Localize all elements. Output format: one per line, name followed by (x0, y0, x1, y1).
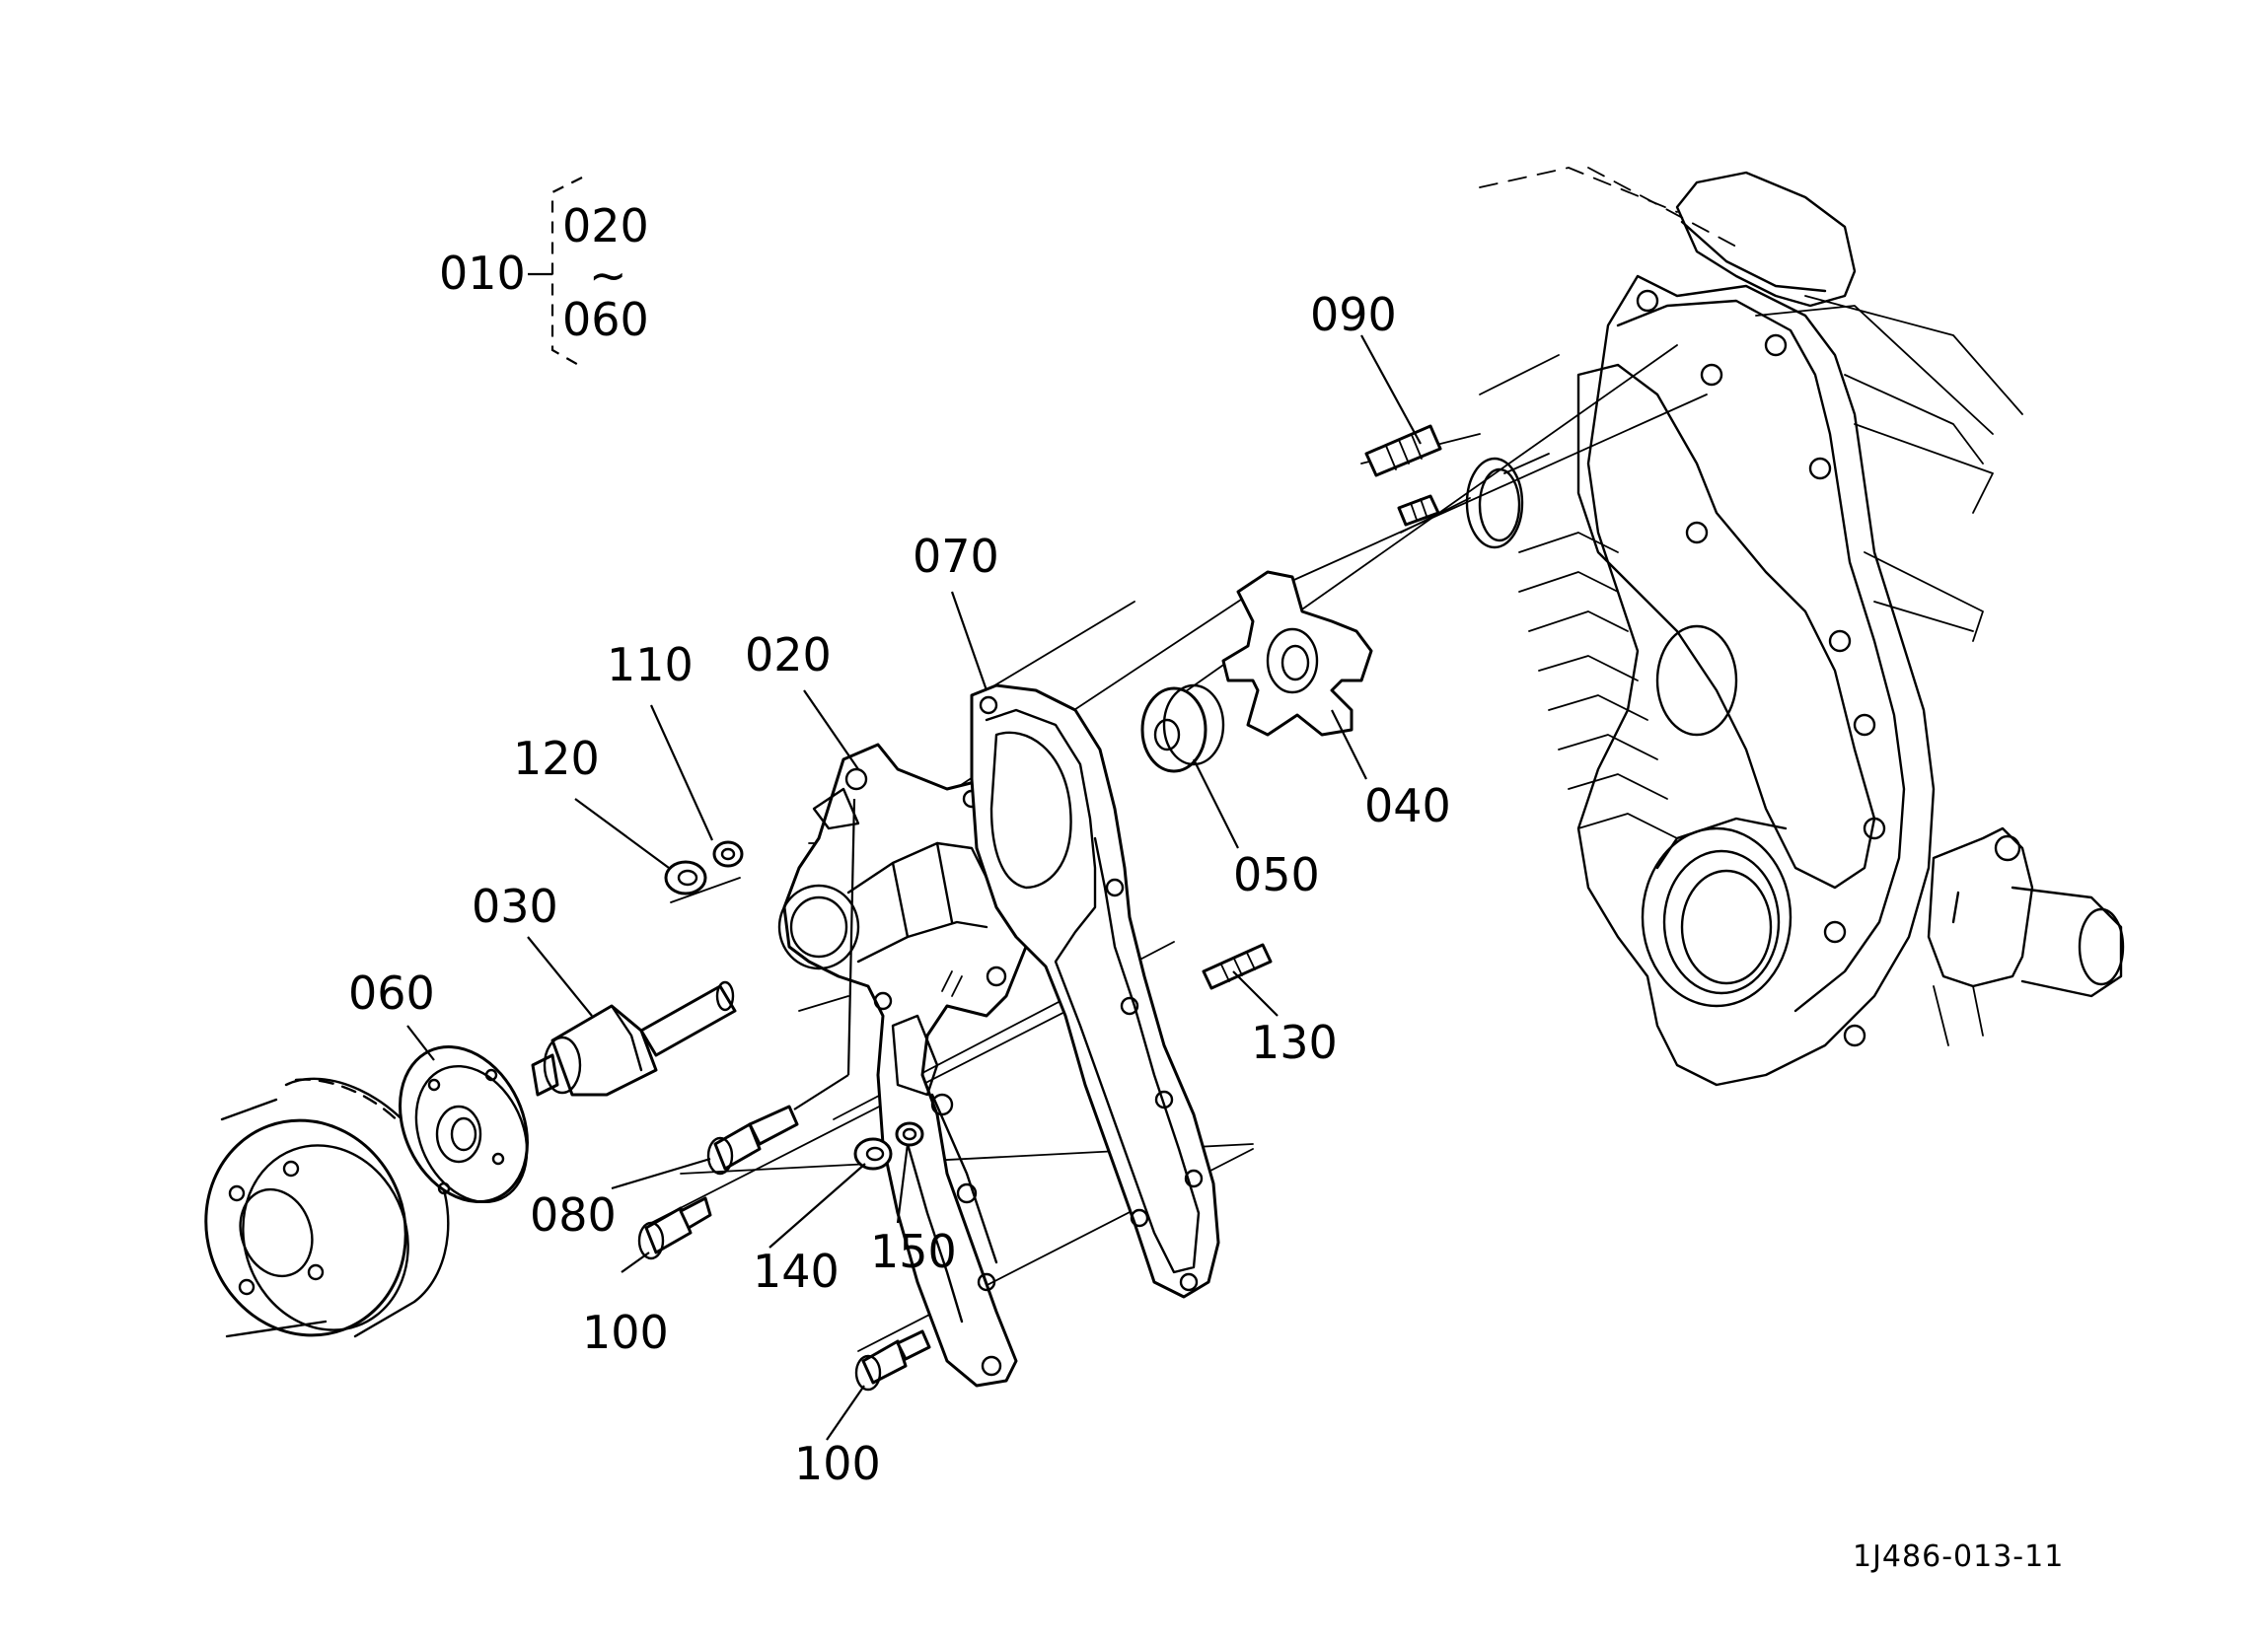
callout-030: 030 (472, 880, 558, 933)
stud-bolt-part (1364, 424, 1442, 477)
flange-part (399, 1044, 529, 1204)
callout-100-upper: 100 (582, 1306, 669, 1359)
bolt-100-upper-part (637, 1196, 712, 1260)
leader-lines (406, 334, 1422, 1441)
callout-130: 130 (1251, 1016, 1338, 1069)
callout-070: 070 (913, 530, 999, 583)
mechanical-seal-part (1140, 683, 1225, 773)
label-range-sep: ~ (589, 249, 627, 302)
callout-100-lower: 100 (794, 1437, 881, 1490)
callout-060: 060 (348, 966, 435, 1020)
bolt-080-part (706, 1105, 799, 1176)
block-pin (1397, 494, 1440, 527)
gasket-part (970, 683, 1220, 1299)
washer-part (712, 840, 744, 868)
nut-part (664, 860, 707, 895)
callout-040: 040 (1364, 779, 1451, 832)
callout-140: 140 (753, 1245, 840, 1298)
callout-labels: 090 070 110 020 120 030 060 040 050 130 … (348, 288, 1451, 1490)
block-oring (1465, 457, 1524, 549)
label-060-range-end: 060 (562, 293, 649, 346)
label-020-range-start: 020 (562, 199, 649, 252)
callout-150: 150 (870, 1225, 957, 1278)
nut-140-part (853, 1137, 893, 1171)
callout-120: 120 (513, 732, 600, 785)
callout-020: 020 (745, 628, 832, 681)
label-010: 010 (439, 247, 526, 300)
washer-150-part (895, 1121, 924, 1147)
shaft-bearing-part (531, 980, 737, 1097)
engine-block-outline (1479, 167, 2125, 1087)
group-label: 010 020 ~ 060 (439, 199, 649, 346)
impeller-part (1221, 570, 1373, 737)
bolt-100-lower-part (854, 1329, 931, 1392)
callout-050: 050 (1233, 848, 1320, 901)
group-bracket (528, 177, 583, 368)
drawing-reference-code: 1J486-013-11 (1853, 1539, 2064, 1574)
callout-110: 110 (607, 638, 694, 691)
stud-130-part (1202, 943, 1273, 990)
callout-080: 080 (530, 1188, 617, 1242)
callout-090: 090 (1310, 288, 1397, 341)
